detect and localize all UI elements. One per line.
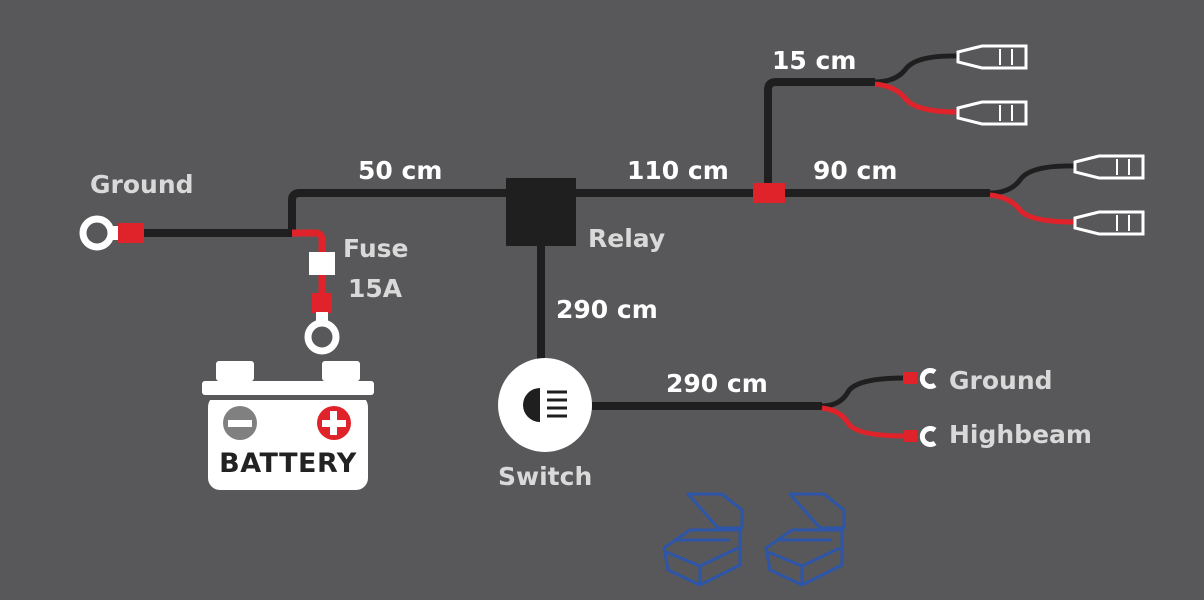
relay-output-wire — [576, 78, 990, 203]
battery-label: BATTERY — [219, 448, 357, 479]
fuse-rating-label: 15A — [348, 274, 403, 303]
length-290cm-vertical-label: 290 cm — [556, 295, 658, 324]
ground-output-label: Ground — [949, 366, 1053, 395]
spade-connector-icon — [956, 100, 1028, 126]
spade-connector-icon — [1073, 154, 1145, 180]
switch-headlight-icon — [498, 358, 592, 452]
switch-label: Switch — [498, 462, 593, 491]
right-connector-wires — [989, 163, 1076, 225]
switch-output-wire — [592, 375, 906, 439]
fuse-icon — [309, 252, 335, 275]
battery-ring-terminal-icon — [304, 293, 340, 355]
length-110cm-label: 110 cm — [627, 156, 729, 185]
wire-tap-clip-icon — [764, 492, 846, 587]
highbeam-output-label: Highbeam — [949, 420, 1092, 449]
relay-box-icon — [506, 178, 576, 246]
length-90cm-label: 90 cm — [813, 156, 898, 185]
ring-terminal-icon — [79, 215, 144, 251]
length-15cm-label: 15 cm — [772, 46, 857, 75]
spade-connector-icon — [956, 44, 1028, 70]
ground-wire — [140, 189, 506, 237]
fork-terminal-icon — [903, 368, 937, 389]
fork-terminal-icon — [903, 426, 937, 447]
wire-tap-clip-icon — [662, 492, 744, 587]
length-50cm-label: 50 cm — [358, 156, 443, 185]
length-290cm-switch-label: 290 cm — [666, 369, 768, 398]
relay-label: Relay — [588, 224, 666, 253]
ground-label: Ground — [90, 170, 194, 199]
fuse-branch-wire — [292, 229, 326, 296]
battery-icon — [202, 361, 374, 490]
upper-connector-wires — [874, 53, 959, 115]
fuse-label: Fuse — [343, 234, 409, 263]
spade-connector-icon — [1073, 210, 1145, 236]
